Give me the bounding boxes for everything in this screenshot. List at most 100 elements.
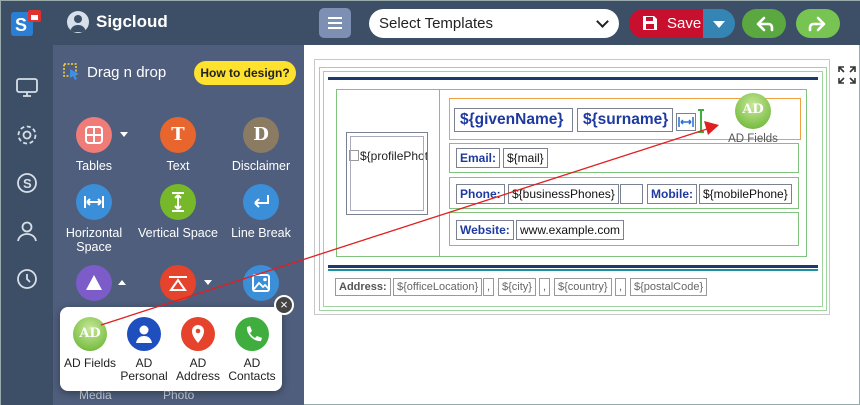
undo-button[interactable] [742,9,786,38]
middle-rule [328,265,818,268]
phone-value[interactable]: ${businessPhones} [508,184,619,204]
ad-icon: AD [735,93,771,129]
website-value[interactable]: www.example.com [516,220,625,240]
drag-drop-icon [63,63,79,80]
history-icon[interactable] [15,267,39,291]
popup-item-ad-fields[interactable]: AD AD Fields [64,317,116,370]
ad-icon: AD [73,317,107,351]
tool-disclaimer[interactable]: D Disclaimer [216,117,306,173]
tool-line-break[interactable]: Line Break [216,184,306,240]
email-label: Email: [456,148,501,168]
address-comma[interactable]: , [539,278,551,296]
caret-down-icon[interactable] [120,132,128,137]
ad-fields-popup: AD AD Fields AD Personal AD Address AD C… [60,307,282,391]
menu-button[interactable] [319,8,351,38]
tool-azure[interactable] [49,265,139,307]
save-button[interactable]: Save [629,9,703,38]
popup-item-label: AD Contacts [228,356,276,383]
left-rail: S [1,45,53,405]
template-select-value: Select Templates [379,15,493,32]
skype-icon[interactable]: S [15,171,39,195]
photo-icon [243,265,279,301]
horizontal-space-icon [76,184,112,220]
tool-vertical-space[interactable]: Vertical Space [133,184,223,240]
website-label: Website: [456,220,514,240]
drag-ghost-label: AD Fields [728,133,778,145]
mobile-value[interactable]: ${mobilePhone} [699,184,792,204]
address-country[interactable]: ${country} [554,278,612,296]
horizontal-space-icon [678,117,694,127]
profile-photo-frame [350,136,424,211]
given-name-field[interactable]: ${givenName} [454,108,573,132]
dragged-ad-fields: AD AD Fields [723,93,783,163]
address-postal-code[interactable]: ${postalCode} [630,278,708,296]
media-icon [160,265,212,301]
caret-down-icon[interactable] [204,280,212,285]
mobile-label: Mobile: [647,184,697,204]
separator-field[interactable] [620,184,643,204]
middle-rule-accent [328,269,818,271]
save-options-button[interactable] [703,9,735,38]
tool-label: Text [166,159,190,173]
gear-icon[interactable] [15,123,39,147]
menu-icon [328,17,342,19]
how-to-design-button[interactable]: How to design? [194,61,296,85]
address-label: Address: [335,278,391,296]
chevron-down-icon [596,15,609,28]
save-label: Save [667,15,702,32]
text-cursor-icon [698,109,704,133]
address-comma[interactable]: , [483,278,495,296]
tool-label: Tables [75,159,113,173]
surname-field[interactable]: ${surname} [577,108,673,132]
tool-label: Horizontal Space [65,226,123,254]
floppy-disk-icon [643,16,657,30]
faded-label-media: Media [79,388,112,402]
brand-name: Sigcloud [96,12,168,31]
faded-label-photo: Photo [163,388,195,402]
svg-text:S: S [15,15,27,35]
phone-icon [235,317,269,351]
popup-item-label: AD Personal [120,356,168,383]
caret-up-icon[interactable] [118,280,126,285]
azure-icon [76,265,126,301]
redo-icon [808,16,826,32]
popup-item-label: AD Fields [64,356,117,370]
location-pin-icon [181,317,215,351]
phone-label: Phone: [456,184,505,204]
sigcloud-logo-icon[interactable]: S [11,10,41,38]
tool-label: Vertical Space [138,226,218,240]
tool-media[interactable] [133,265,223,307]
person-icon [127,317,161,351]
user-icon[interactable] [15,219,39,243]
tool-text[interactable]: T Text [133,117,223,173]
line-break-icon [243,184,279,220]
disclaimer-icon: D [243,117,279,153]
svg-text:S: S [23,176,32,191]
sidebar-title: Drag n drop [87,64,167,81]
redo-button[interactable] [796,9,840,38]
table-icon [76,117,128,153]
tool-tables[interactable]: Tables [49,117,139,173]
close-icon[interactable]: × [274,295,294,315]
monitor-icon[interactable] [15,75,39,99]
popup-item-ad-personal[interactable]: AD Personal [118,317,170,383]
address-office[interactable]: ${officeLocation} [393,278,483,296]
tool-label: Line Break [231,226,291,240]
tool-label: Disclaimer [231,159,291,173]
horizontal-space-element[interactable] [676,113,696,131]
popup-item-label: AD Address [175,356,221,383]
vertical-space-icon [160,184,196,220]
brand-avatar-icon [67,11,89,33]
undo-icon [756,16,774,32]
expand-icon[interactable] [837,65,857,85]
email-value[interactable]: ${mail} [503,148,548,168]
address-comma[interactable]: , [615,278,627,296]
top-rule [328,77,818,80]
top-bar: S Sigcloud Select Templates Save [1,1,860,45]
template-select[interactable]: Select Templates [369,9,619,38]
address-city[interactable]: ${city} [498,278,536,296]
popup-item-ad-address[interactable]: AD Address [172,317,224,383]
tool-horizontal-space[interactable]: Horizontal Space [49,184,139,254]
caret-down-icon [713,21,725,28]
popup-item-ad-contacts[interactable]: AD Contacts [226,317,278,383]
